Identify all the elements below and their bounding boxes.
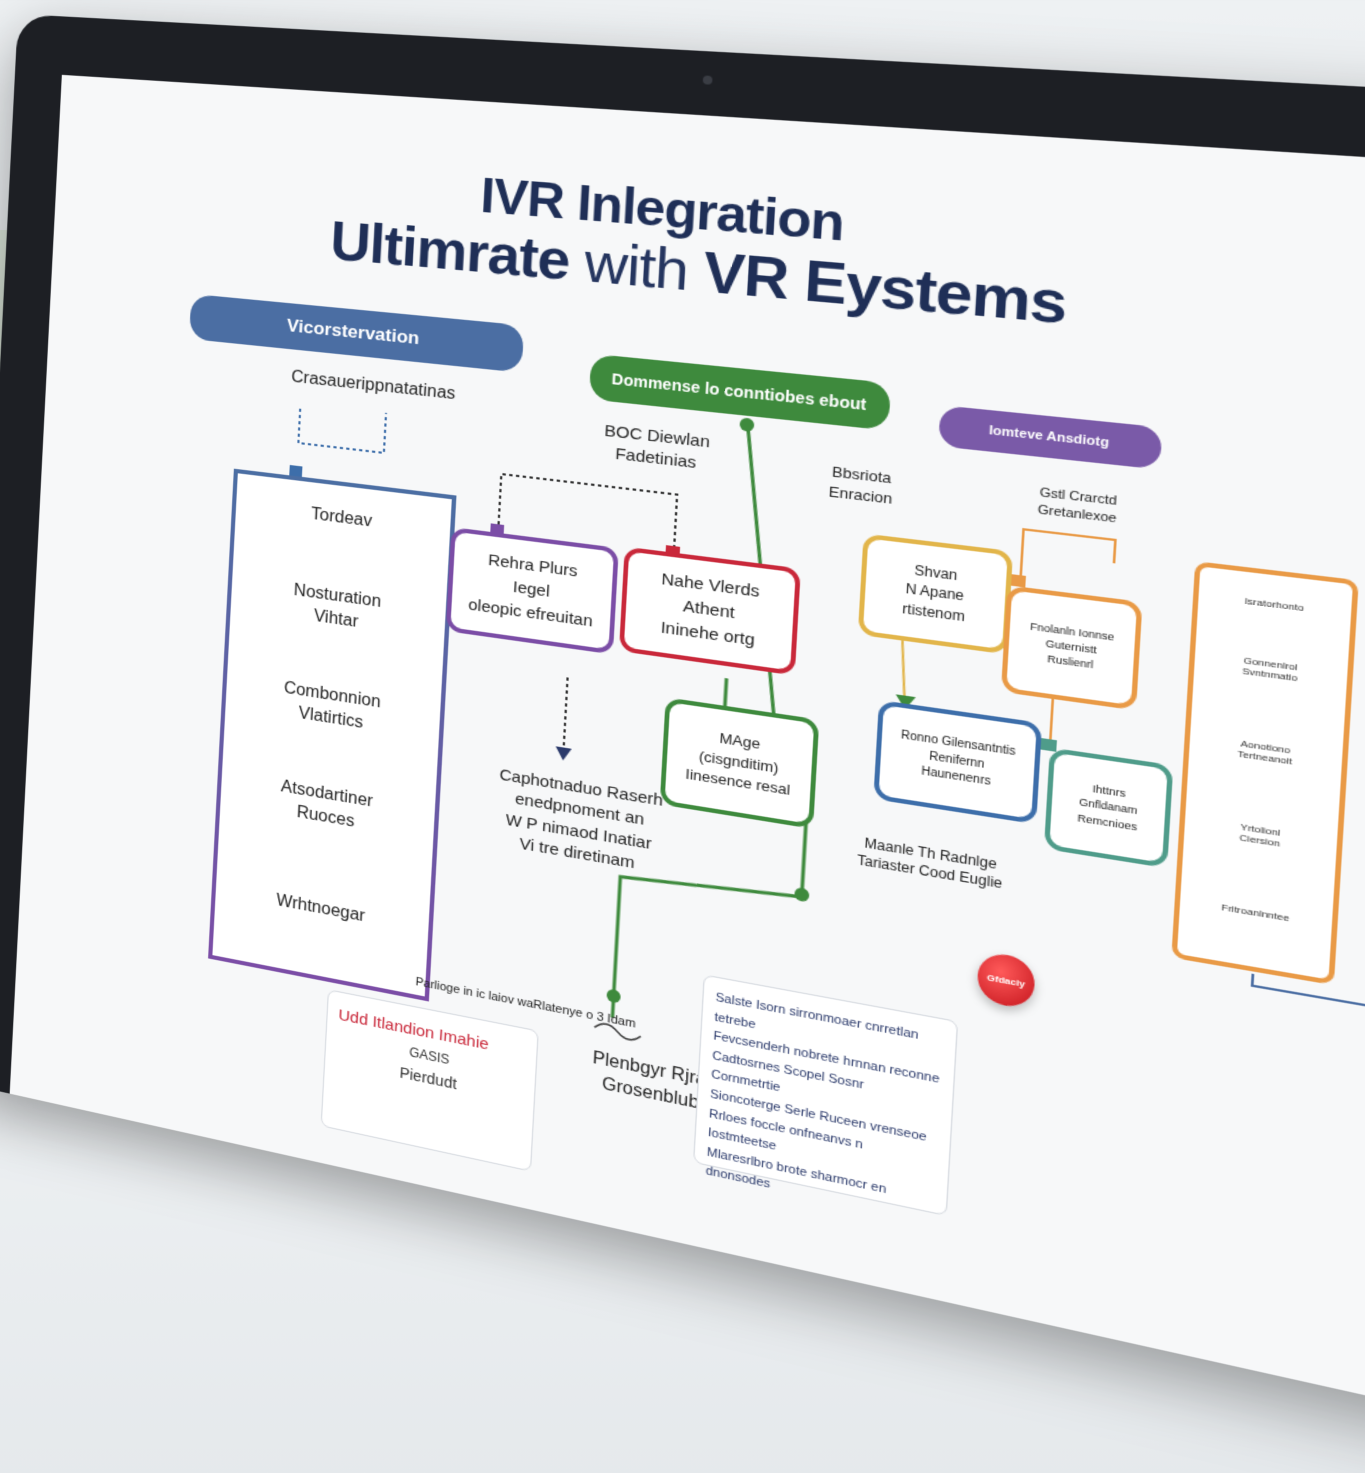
caption-right-top: Bbsriota Enracion [828,463,893,507]
right-process-column: Isratorhonto Gonnenlrol Svntnmatio Aonot… [1171,561,1359,986]
column-item-3: Combonnion Vlatirtics [283,679,382,733]
right-col-item-2: Gonnenlrol Svntnmatio [1241,655,1298,684]
right-col-item-5: Fritroanlnntee [1221,901,1290,924]
webcam [702,75,713,85]
right-col-item-3: Aonotiono Tertneanoit [1237,738,1293,767]
column-item-1: Tordeav [310,505,373,531]
node-teal: Ihttnrs Gnfldanam Remcnioes [1043,747,1174,869]
column-item-2: Nosturation Vihtar [293,581,382,632]
column-item-5: Wrhtnoegar [276,891,366,926]
right-col-item-1: Isratorhonto [1244,595,1305,614]
right-col-item-4: Yrtolionl Ciersion [1239,821,1281,850]
laptop-screen: IVR Inlegration Ultimrate with VR Eystem… [9,74,1365,1459]
title-thin-word: with [567,229,690,304]
laptop-bezel: IVR Inlegration Ultimrate with VR Eystem… [0,14,1365,1473]
left-process-column: Tordeav Nosturation Vihtar Combonnion Vl… [208,468,457,1002]
node-yellow: Shvan N Apane rtistenom [857,533,1014,655]
column-item-4: Atsodartiner Ruoces [280,777,374,832]
diagram-canvas: IVR Inlegration Ultimrate with VR Eystem… [11,75,1365,1431]
node-orange: Fnolanln Ionnse Guternistt Ruslienrl [1000,585,1143,711]
